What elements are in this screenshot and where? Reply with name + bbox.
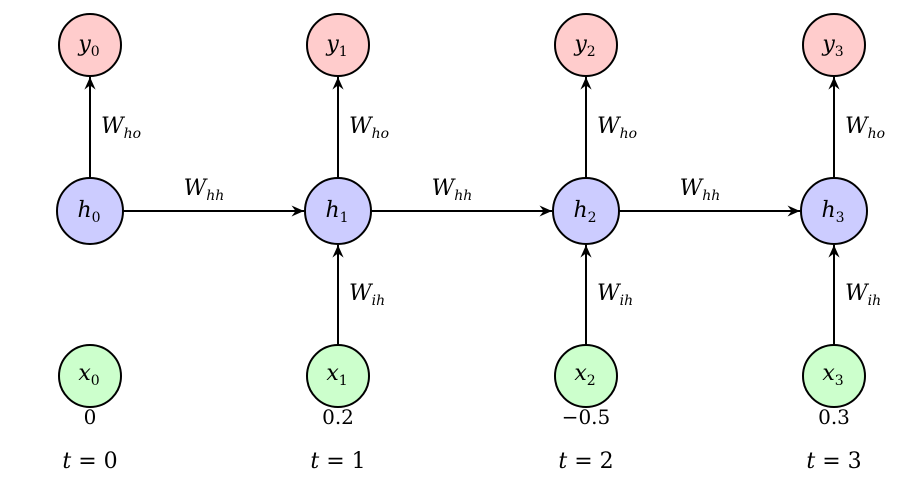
input-node-0 (58, 344, 122, 408)
input-node-label-1: x1 (326, 361, 347, 389)
input-value-3: 0.3 (818, 405, 850, 429)
hidden-node-2 (552, 177, 620, 245)
output-node-label-1: y1 (325, 32, 347, 60)
weight-label-who-3: Who (845, 114, 885, 142)
input-value-0: 0 (84, 405, 97, 429)
input-value-2: −0.5 (562, 405, 611, 429)
time-label-0: t = 0 (62, 449, 117, 474)
weight-label-whh-2: Whh (680, 176, 721, 204)
time-label-1: t = 1 (310, 449, 365, 474)
time-label-2: t = 2 (558, 449, 613, 474)
hidden-node-label-1: h1 (325, 198, 348, 226)
weight-label-who-1: Who (349, 114, 389, 142)
input-node-label-2: x2 (574, 361, 595, 389)
weight-label-wih-1: Wih (349, 281, 385, 309)
weight-label-who-0: Who (101, 114, 141, 142)
weight-label-whh-0: Whh (184, 176, 225, 204)
output-node-2 (554, 13, 618, 77)
input-node-3 (802, 344, 866, 408)
output-node-label-3: y3 (821, 32, 843, 60)
hidden-node-label-3: h3 (821, 198, 844, 226)
time-label-3: t = 3 (806, 449, 861, 474)
hidden-node-label-0: h0 (77, 198, 100, 226)
weight-label-wih-2: Wih (597, 281, 633, 309)
output-node-0 (58, 13, 122, 77)
input-node-2 (554, 344, 618, 408)
nodes-layer: y0 h0 x0 y1 h1 x1 y2 h2 x2 y3 h3 x3 (56, 13, 868, 408)
weight-label-wih-3: Wih (845, 281, 881, 309)
input-node-label-0: x0 (78, 361, 99, 389)
hidden-node-1 (304, 177, 372, 245)
output-node-label-0: y0 (77, 32, 99, 60)
input-node-label-3: x3 (822, 361, 843, 389)
input-node-1 (306, 344, 370, 408)
hidden-node-label-2: h2 (573, 198, 596, 226)
hidden-node-3 (800, 177, 868, 245)
weight-label-who-2: Who (597, 114, 637, 142)
output-node-1 (306, 13, 370, 77)
weight-label-whh-1: Whh (432, 176, 473, 204)
output-node-3 (802, 13, 866, 77)
hidden-node-0 (56, 177, 124, 245)
output-node-label-2: y2 (573, 32, 595, 60)
input-value-1: 0.2 (322, 405, 354, 429)
edges-layer (84, 77, 840, 345)
